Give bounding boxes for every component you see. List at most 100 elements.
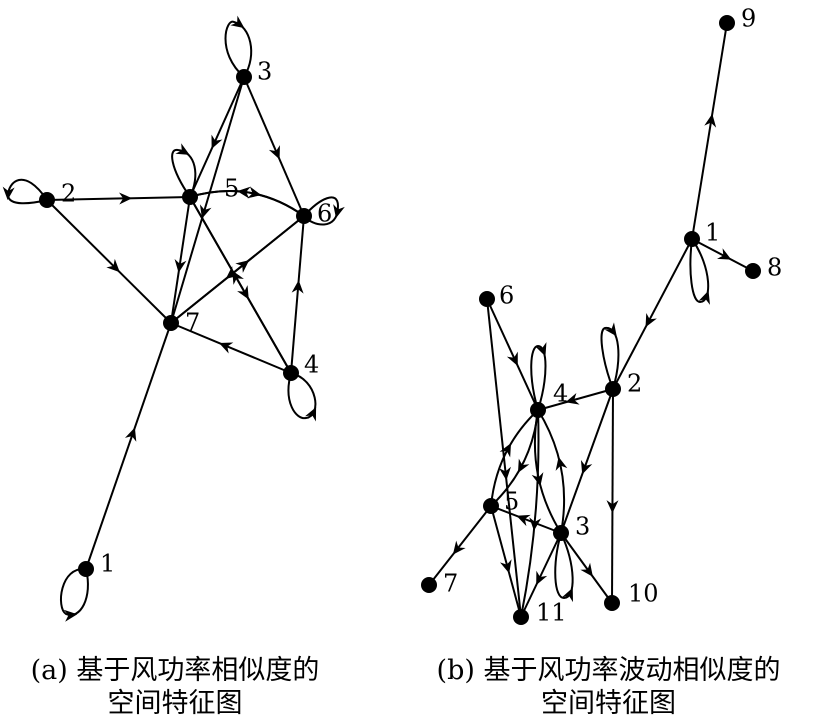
- graph-b-node-label-10: 10: [628, 580, 659, 608]
- graph-a-edge-3-to-6-arrow: [268, 145, 280, 160]
- graph-a-edge-2-to-5-arrow: [119, 192, 133, 205]
- graph-a-node-label-5: 5: [224, 175, 239, 203]
- graph-a-edge-4-to-7-arrow: [219, 342, 234, 354]
- graph-a-edge-7-to-6: [170, 215, 305, 324]
- graph-b-edge-6-to-11-arrow: [499, 466, 511, 481]
- graph-a-node-label-6: 6: [317, 200, 332, 228]
- graph-a-edge-6-to-6-arrow: [333, 204, 345, 219]
- graph-a-edge-1-to-7: [85, 322, 172, 570]
- graph-b-node-label-3: 3: [575, 513, 590, 541]
- graph-a-node-6: [296, 208, 312, 224]
- graph-b-edge-3-to-4: [537, 409, 566, 534]
- graph-b-node-label-7: 7: [443, 570, 458, 598]
- graph-b-node-label-1: 1: [705, 219, 720, 247]
- graph-b-edge-5-to-4: [490, 409, 539, 507]
- graph-b-edge-6-to-4-arrow: [506, 351, 518, 366]
- graph-b-edge-1-to-9-arrow: [704, 113, 717, 128]
- graph-b-node-6: [479, 291, 495, 307]
- graph-b-edge-2-to-2: [600, 327, 620, 390]
- graph-a-edge-5-to-5: [171, 148, 197, 198]
- graph-b-edge-3-to-4-arrow: [555, 456, 568, 471]
- graph-b-edge-3-to-11-arrow: [536, 570, 548, 586]
- graph-b-edge-1-to-1-arrow: [698, 290, 710, 305]
- graph-b-edge-1-to-9: [691, 22, 728, 240]
- graph-a-edge-3-to-5-arrow: [211, 134, 223, 149]
- graph-a-edge-4-to-7: [170, 322, 292, 374]
- graph-a-edge-6-to-6: [303, 196, 340, 226]
- graph-a-node-4: [283, 365, 299, 381]
- graph-a-node-label-2: 2: [61, 180, 76, 208]
- graph-b-edge-3-to-10: [560, 532, 613, 604]
- graph-a-edge-7-to-6-arrow: [235, 260, 250, 273]
- graph-b-edge-4-to-4: [530, 344, 547, 411]
- graph-a-edge-2-to-7: [46, 199, 172, 324]
- graph-a-edge-1-to-7-arrow: [124, 427, 137, 442]
- graph-b-edge-2-to-4-arrow: [565, 393, 580, 405]
- graph-a-edge-3-to-3: [224, 20, 253, 78]
- caption-graph-a-line-2: 空间特征图: [107, 688, 243, 719]
- graph-b-edge-4-to-4-arrow: [535, 342, 547, 357]
- caption-graph-b-line-1: (b) 基于风功率波动相似度的: [436, 655, 781, 686]
- graph-b-node-label-4: 4: [553, 380, 568, 408]
- caption-graph-a-line-1: (a) 基于风功率相似度的: [30, 655, 320, 686]
- graph-a-edge-4-to-4-arrow: [305, 407, 317, 422]
- caption-graph-b-line-2: 空间特征图: [541, 688, 676, 719]
- graph-b-edge-5-to-11: [490, 505, 522, 618]
- graph-a-edge-2-to-7-arrow: [106, 258, 120, 273]
- graph-b-edge-3-to-3: [554, 532, 574, 600]
- graph-b-edge-2-to-2-arrow: [604, 322, 617, 337]
- graph-b-edge-2-to-10: [611, 388, 614, 604]
- graph-a-node-label-1: 1: [100, 550, 115, 578]
- graph-a-edge-4-to-5-arrow: [232, 270, 244, 285]
- graph-b-edge-1-to-8: [691, 238, 754, 272]
- graph-a-node-5: [182, 189, 198, 205]
- graph-b-node-8: [745, 263, 761, 279]
- graph-b-edge-3-to-5-arrow: [516, 514, 531, 527]
- graph-b-edge-3-to-10-arrow: [580, 562, 593, 577]
- graph-b-node-4: [530, 402, 546, 418]
- graph-b-edge-2-to-3-arrow: [580, 460, 593, 475]
- graph-b-edge-1-to-2: [612, 238, 693, 390]
- graph-b-edge-4-to-11: [520, 409, 540, 618]
- graph-b-edge-3-to-3-arrow: [562, 587, 573, 603]
- graph-a-edge-3-to-6: [243, 76, 305, 217]
- graph-a-node-3: [236, 69, 252, 85]
- graph-b-edge-6-to-4: [486, 298, 539, 411]
- graph-b-node-label-6: 6: [499, 282, 514, 310]
- graph-b-edge-1-to-8-arrow: [717, 248, 732, 260]
- graph-a-node-7: [163, 315, 179, 331]
- graph-a-edge-4-to-4: [287, 372, 317, 420]
- graph-a-edge-3-to-7-arrow: [199, 204, 212, 219]
- graph-b-node-1: [684, 231, 700, 247]
- graph-b-node-label-2: 2: [627, 370, 642, 398]
- graph-b-node-9: [719, 15, 735, 31]
- graph-b-edge-1-to-1: [689, 238, 710, 304]
- graph-a-edge-5-to-5-arrow: [175, 143, 190, 155]
- graph-b-node-label-5: 5: [504, 488, 519, 516]
- graph-b-edge-5-to-7-arrow: [452, 540, 466, 555]
- graph-a-node-2: [39, 192, 55, 208]
- graph-b-edge-2-to-3: [560, 388, 614, 534]
- graph-a-edge-2-to-2-arrow: [2, 186, 15, 201]
- graph-b-node-5: [483, 498, 499, 514]
- graph-b-edge-3-to-5: [490, 505, 562, 534]
- graph-a-edge-5-to-7: [170, 196, 191, 324]
- graph-a-node-label-7: 7: [185, 309, 200, 337]
- graph-b-edge-5-to-4-arrow: [499, 443, 512, 458]
- graph-a-node-label-3: 3: [257, 58, 272, 86]
- graph-a-edge-4-to-5: [189, 196, 292, 374]
- graph-a-edge-1-to-1-arrow: [63, 609, 78, 622]
- graph-b-node-10: [604, 595, 620, 611]
- graph-a-edge-6-to-5: [189, 190, 305, 217]
- graph-a-edge-1-to-1: [59, 567, 89, 616]
- caption-graph-b: (b) 基于风功率波动相似度的 空间特征图: [400, 654, 817, 720]
- graph-b-node-2: [605, 381, 621, 397]
- graph-b-node-label-8: 8: [767, 254, 782, 282]
- graph-a-edge-4-to-6-arrow: [291, 280, 304, 294]
- graph-b-edge-2-to-4: [537, 388, 614, 411]
- graph-b-edge-5-to-11-arrow: [500, 559, 512, 574]
- graph-b-node-label-9: 9: [741, 5, 756, 33]
